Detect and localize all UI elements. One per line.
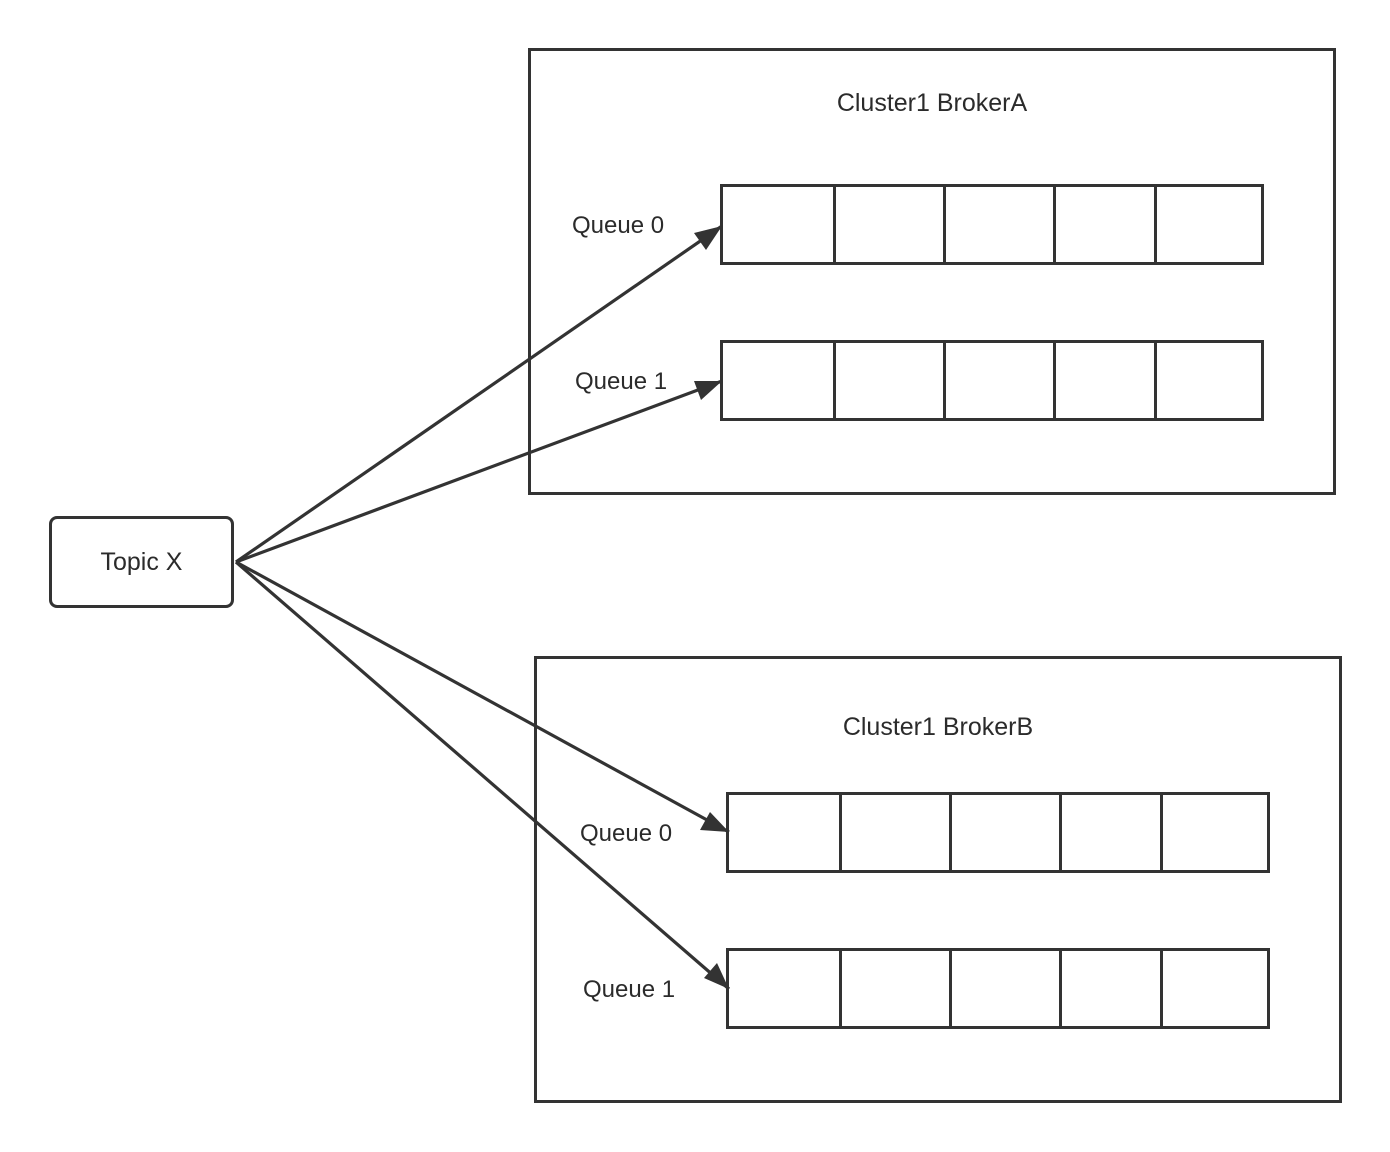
queue-slot: [1062, 951, 1163, 1026]
queue-slot: [842, 795, 952, 870]
broker-b-title: Cluster1 BrokerB: [842, 713, 1034, 741]
queue-slot: [723, 343, 836, 418]
queue-slot: [1056, 343, 1157, 418]
queue-slot: [1163, 951, 1267, 1026]
queue-slot: [723, 187, 836, 262]
broker-b-queue-1: [726, 948, 1270, 1029]
queue-slot: [1157, 187, 1261, 262]
broker-b-queue-1-label: Queue 1: [583, 976, 676, 1003]
broker-a-title: Cluster1 BrokerA: [836, 89, 1028, 117]
broker-b-queue-0-label: Queue 0: [580, 820, 673, 847]
queue-slot: [952, 795, 1062, 870]
broker-b-queue-0: [726, 792, 1270, 873]
broker-b-container: Cluster1 BrokerB: [534, 656, 1342, 1103]
queue-slot: [729, 951, 842, 1026]
queue-slot: [946, 187, 1056, 262]
broker-a-queue-0: [720, 184, 1264, 265]
queue-slot: [946, 343, 1056, 418]
queue-slot: [836, 343, 946, 418]
broker-a-container: Cluster1 BrokerA: [528, 48, 1336, 495]
broker-a-queue-1: [720, 340, 1264, 421]
queue-slot: [1157, 343, 1261, 418]
queue-slot: [1062, 795, 1163, 870]
queue-slot: [842, 951, 952, 1026]
topic-label: Topic X: [100, 547, 183, 576]
broker-a-queue-0-label: Queue 0: [572, 212, 665, 239]
queue-slot: [952, 951, 1062, 1026]
queue-slot: [836, 187, 946, 262]
queue-slot: [1163, 795, 1267, 870]
broker-a-queue-1-label: Queue 1: [575, 368, 668, 395]
topic-node: Topic X: [49, 516, 234, 608]
queue-slot: [1056, 187, 1157, 262]
queue-slot: [729, 795, 842, 870]
